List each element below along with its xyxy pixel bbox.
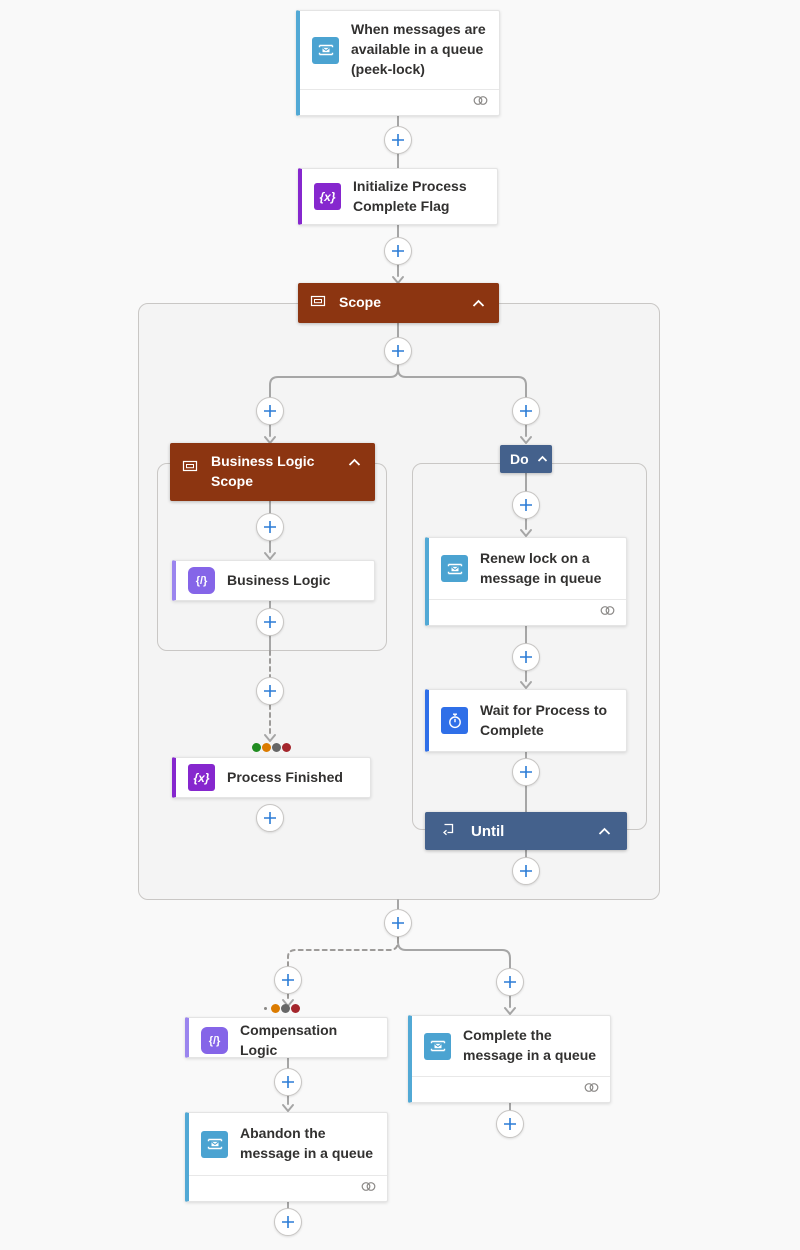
card-title: Abandon the message in a queue (240, 1125, 374, 1161)
until-loop-icon (439, 821, 455, 842)
insert-step-button[interactable] (496, 968, 524, 996)
run-after-status-dots (264, 1004, 300, 1013)
action-card-complete-message[interactable]: Complete the message in a queue (408, 1015, 611, 1103)
scope-title: Business Logic Scope (211, 453, 315, 489)
service-bus-icon (424, 1032, 451, 1060)
card-title: Process Finished (227, 768, 343, 785)
variables-glyph: {x} (193, 770, 210, 785)
service-bus-icon (441, 555, 468, 582)
insert-step-button[interactable] (274, 966, 302, 994)
service-bus-icon (201, 1130, 228, 1158)
action-card-abandon-message[interactable]: Abandon the message in a queue (185, 1112, 388, 1202)
business-logic-scope-header[interactable]: Business Logic Scope (170, 443, 375, 501)
insert-step-button[interactable] (384, 237, 412, 265)
inline-code-icon: {/} (201, 1027, 228, 1055)
run-after-status-dots (252, 743, 291, 752)
insert-step-button[interactable] (512, 857, 540, 885)
variables-glyph: {x} (319, 189, 336, 204)
do-label: Do (510, 451, 529, 467)
status-dot-gray (272, 743, 281, 752)
insert-step-button[interactable] (512, 758, 540, 786)
status-dot-green (252, 743, 261, 752)
card-title: Compensation Logic (240, 1022, 338, 1058)
status-dot-orange (262, 743, 271, 752)
action-card-business-logic[interactable]: {/} Business Logic (172, 560, 375, 601)
status-dot-red (282, 743, 291, 752)
card-title: Wait for Process to Complete (480, 701, 608, 738)
card-title: Business Logic (227, 571, 331, 588)
inline-code-glyph: {/} (195, 574, 208, 587)
insert-step-button[interactable] (512, 397, 540, 425)
action-card-process-finished[interactable]: {x} Process Finished (172, 757, 371, 798)
connection-icon (360, 1180, 377, 1198)
insert-step-button[interactable] (256, 608, 284, 636)
collapse-chevron-up-icon[interactable] (346, 456, 363, 469)
card-title: Complete the message in a queue (463, 1027, 597, 1063)
status-dot-red (291, 1004, 300, 1013)
card-footer (300, 89, 499, 115)
scope-header[interactable]: Scope (298, 283, 499, 323)
scope-title: Scope (339, 294, 382, 311)
insert-step-button[interactable] (274, 1068, 302, 1096)
collapse-chevron-up-icon[interactable] (535, 453, 550, 465)
variables-icon: {x} (188, 764, 215, 791)
scope-icon (310, 293, 326, 314)
service-bus-icon (312, 36, 339, 64)
until-loop-footer[interactable]: Until (425, 812, 627, 850)
card-footer (412, 1076, 610, 1102)
variables-icon: {x} (314, 183, 341, 210)
insert-step-button[interactable] (496, 1110, 524, 1138)
until-title: Until (471, 822, 505, 840)
clock-timer-icon (441, 707, 468, 734)
card-footer (189, 1175, 387, 1201)
insert-step-button[interactable] (256, 677, 284, 705)
inline-code-icon: {/} (188, 567, 215, 594)
insert-step-button[interactable] (256, 804, 284, 832)
insert-step-button[interactable] (384, 337, 412, 365)
status-dot-small-gray (264, 1007, 267, 1010)
collapse-chevron-up-icon[interactable] (470, 297, 487, 310)
card-title: Renew lock on a message in queue (480, 549, 602, 586)
insert-step-button[interactable] (384, 126, 412, 154)
card-title: When messages are available in a queue (… (351, 21, 486, 77)
scope-icon (182, 458, 198, 479)
insert-step-button[interactable] (256, 397, 284, 425)
insert-step-button[interactable] (512, 491, 540, 519)
status-dot-gray (281, 1004, 290, 1013)
do-loop-header[interactable]: Do (500, 445, 552, 473)
action-card-wait-for-process[interactable]: Wait for Process to Complete (425, 689, 627, 752)
action-card-compensation-logic[interactable]: {/} Compensation Logic (185, 1017, 388, 1058)
trigger-card-when-messages-available[interactable]: When messages are available in a queue (… (296, 10, 500, 116)
status-dot-orange (271, 1004, 280, 1013)
card-title: Initialize Process Complete Flag (353, 177, 467, 214)
connection-icon (599, 604, 616, 622)
insert-step-button[interactable] (384, 909, 412, 937)
card-footer (429, 599, 626, 625)
action-card-initialize-process-complete-flag[interactable]: {x} Initialize Process Complete Flag (298, 168, 498, 225)
inline-code-glyph: {/} (208, 1034, 221, 1047)
insert-step-button[interactable] (274, 1208, 302, 1236)
insert-step-button[interactable] (512, 643, 540, 671)
connection-icon (472, 94, 489, 112)
connection-icon (583, 1081, 600, 1099)
insert-step-button[interactable] (256, 513, 284, 541)
collapse-chevron-up-icon[interactable] (596, 825, 613, 838)
action-card-renew-lock[interactable]: Renew lock on a message in queue (425, 537, 627, 626)
